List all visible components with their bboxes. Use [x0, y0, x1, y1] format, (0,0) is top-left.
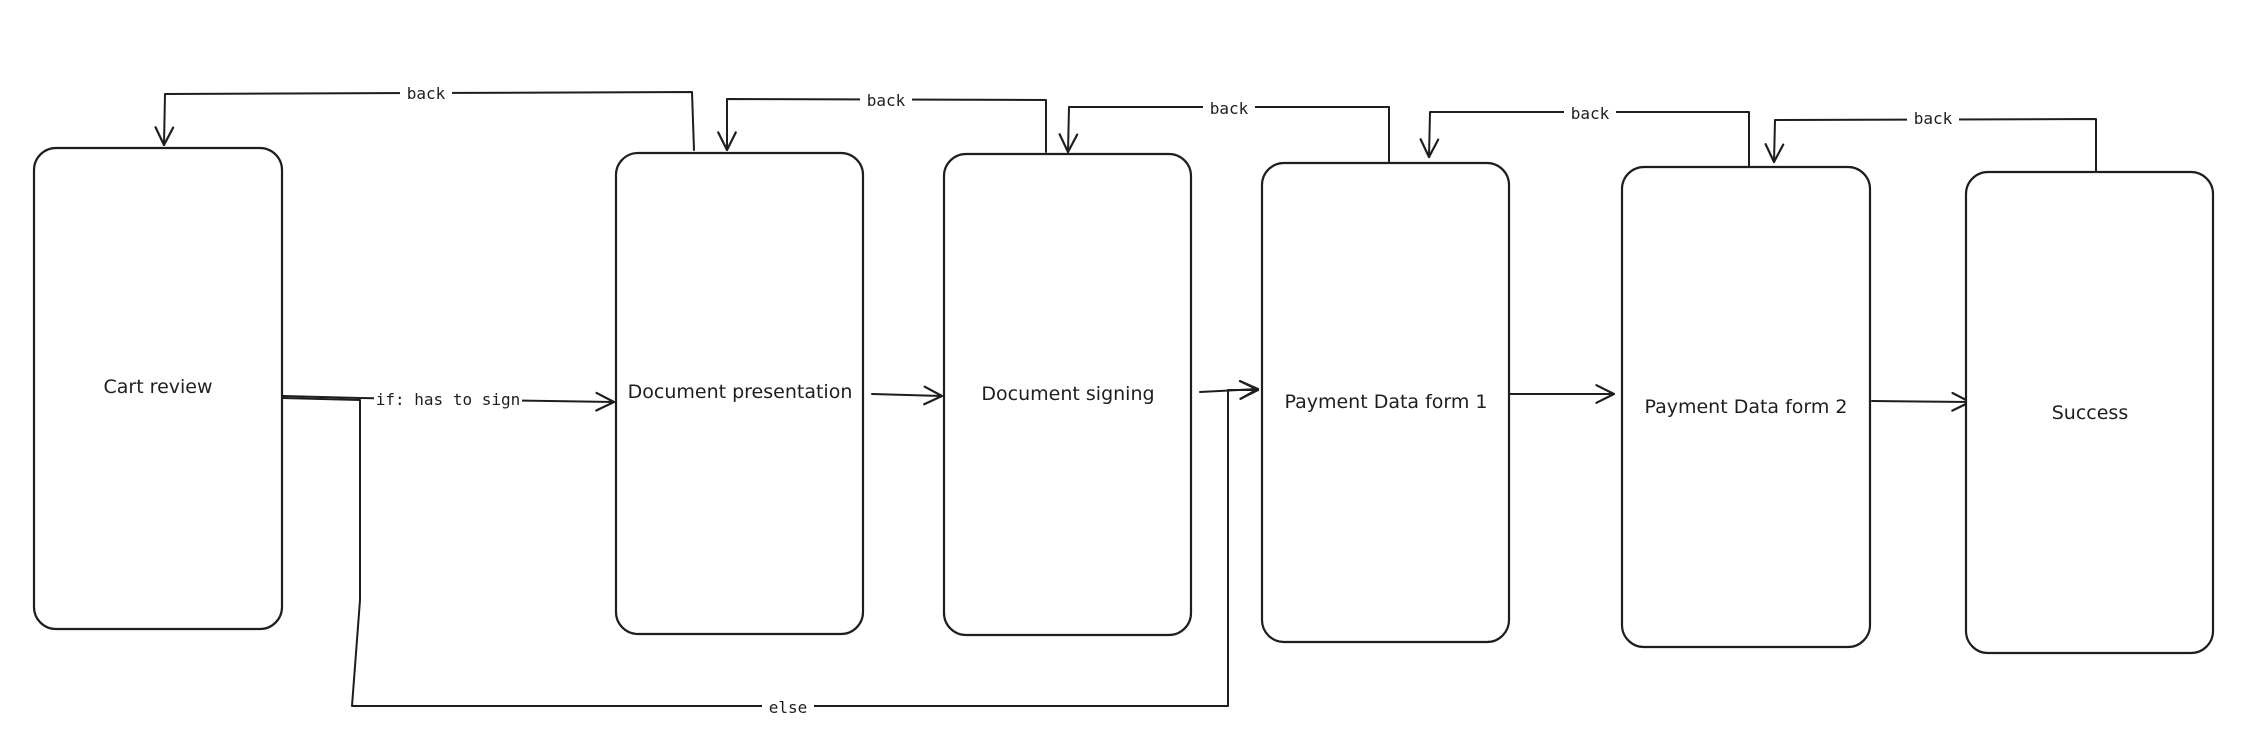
edge-label-back: back: [407, 84, 446, 103]
edge-label-back: back: [1914, 109, 1953, 128]
edge-presentation-back-cart: back: [154, 82, 695, 151]
edge-payment1-back-signing: back: [1058, 97, 1390, 163]
node-cart-review: Cart review: [32, 146, 284, 631]
edge-label-back: back: [1571, 104, 1610, 123]
node-label-success: Success: [2052, 402, 2128, 424]
edge-payment2-to-success: [1871, 391, 1972, 412]
edge-label-if-has-to-sign: if: has to sign: [376, 390, 521, 409]
node-document-signing: Document signing: [942, 152, 1193, 637]
node-document-presentation: Document presentation: [614, 151, 865, 636]
edge-payment2-back-payment1: back: [1419, 102, 1750, 168]
edge-signing-to-payment1: [1199, 380, 1260, 400]
node-payment-data-form-2: Payment Data form 2: [1620, 165, 1872, 649]
edge-success-back-payment2: back: [1764, 107, 2097, 173]
node-label-document-signing: Document signing: [981, 383, 1154, 405]
node-label-payment-data-form-2: Payment Data form 2: [1644, 396, 1847, 418]
edge-label-else: else: [769, 698, 808, 717]
edge-cart-to-presentation: if: has to sign: [282, 388, 616, 412]
node-label-cart-review: Cart review: [103, 376, 212, 398]
node-success: Success: [1964, 170, 2215, 655]
edge-label-back: back: [867, 91, 906, 110]
edge-presentation-to-signing: [871, 385, 944, 406]
edge-signing-back-presentation: back: [717, 89, 1047, 153]
node-label-document-presentation: Document presentation: [628, 381, 853, 403]
node-label-payment-data-form-1: Payment Data form 1: [1284, 391, 1487, 413]
edge-label-back: back: [1210, 99, 1249, 118]
node-payment-data-form-1: Payment Data form 1: [1260, 161, 1511, 644]
